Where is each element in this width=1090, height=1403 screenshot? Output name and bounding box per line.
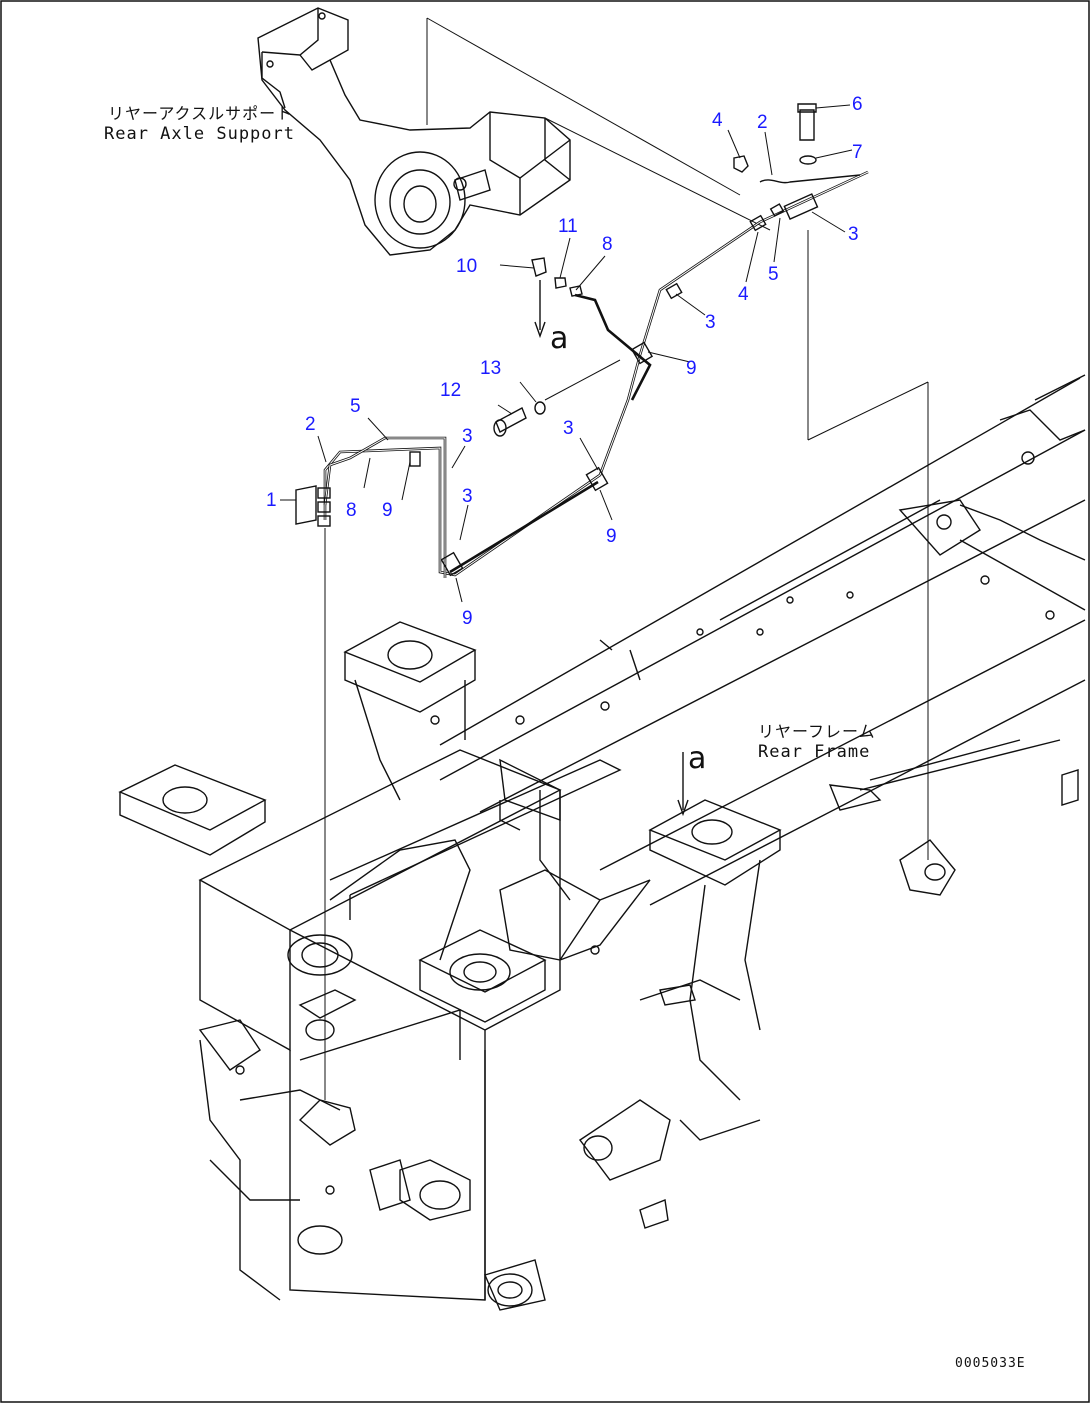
callout-6: 6 [852, 94, 863, 115]
callout-3-c: 3 [563, 418, 574, 439]
construction-lines [324, 17, 929, 1100]
callout-2-left: 2 [305, 414, 316, 435]
callout-2-top: 2 [757, 112, 768, 133]
callout-1: 1 [266, 490, 277, 511]
rear-frame-label-en: Rear Frame [758, 742, 871, 762]
callout-4-top: 4 [712, 110, 723, 131]
callout-7: 7 [852, 142, 863, 163]
view-a-arrow-frame [677, 752, 689, 817]
callout-5-mid: 5 [768, 264, 779, 285]
callout-labels: 1 2 5 8 9 3 3 9 12 13 3 9 10 11 8 9 3 4 … [266, 94, 863, 776]
callout-10: 10 [456, 256, 477, 277]
callout-11: 11 [558, 216, 578, 237]
callout-4-mid: 4 [738, 284, 749, 305]
rear-axle-support-label-jp: リヤーアクスルサポート [108, 104, 294, 123]
callout-13: 13 [480, 358, 501, 379]
callout-3-b: 3 [462, 486, 473, 507]
callout-9-top: 9 [686, 358, 697, 379]
rear-axle-support-drawing [257, 7, 571, 256]
callout-3-e: 3 [848, 224, 859, 245]
callout-12: 12 [440, 380, 461, 401]
callout-5-left: 5 [350, 396, 361, 417]
callout-9-left: 9 [382, 500, 393, 521]
document-code: 0005033E [955, 1356, 1026, 1371]
brake-tube-assembly [280, 103, 869, 603]
callout-9-bottom: 9 [462, 608, 473, 629]
callout-8-top: 8 [602, 234, 613, 255]
callout-3-a: 3 [462, 426, 473, 447]
view-a-label-top: a [550, 321, 568, 356]
rear-frame-drawing [118, 374, 1086, 1311]
rear-frame-label-jp: リヤーフレーム [758, 722, 876, 741]
rear-axle-support-label-en: Rear Axle Support [104, 124, 295, 144]
callout-8-left: 8 [346, 500, 357, 521]
callout-3-d: 3 [705, 312, 716, 333]
view-a-label-frame: a [688, 741, 706, 776]
callout-9-right: 9 [606, 526, 617, 547]
